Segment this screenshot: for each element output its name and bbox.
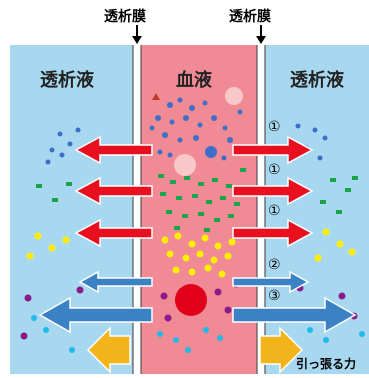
triangle-particle	[152, 93, 160, 100]
mechanism-number: ③	[268, 288, 281, 304]
dialysate-left-label: 透析液	[40, 70, 94, 91]
yellow-particles	[26, 228, 356, 278]
membrane-left	[133, 45, 141, 374]
cyan-particles	[31, 315, 365, 353]
membrane-left-label: 透析膜	[104, 9, 146, 25]
pink-cell	[225, 87, 243, 105]
green-particles	[36, 168, 358, 232]
mechanism-number: ①	[268, 162, 281, 178]
red-arrows-right	[232, 135, 314, 248]
membrane-left-pointer	[132, 25, 142, 44]
membrane-right-label: 透析膜	[229, 9, 271, 25]
dialysate-right-label: 透析液	[290, 70, 344, 91]
red-blood-cell	[175, 284, 207, 316]
red-arrows-left	[74, 135, 153, 248]
blue-arrow-3	[38, 296, 357, 334]
purple-particles	[20, 280, 358, 340]
membrane-right-pointer	[256, 25, 266, 44]
blue-particles-left	[45, 127, 81, 165]
blue-particles	[149, 97, 243, 161]
dialysate-left-zone	[10, 45, 133, 374]
membrane-right	[257, 45, 265, 374]
pull-force-label: 引っ張る力	[296, 357, 357, 371]
mechanism-number: ②	[268, 257, 281, 273]
blue-arrow-2	[78, 270, 310, 294]
blood-label: 血液	[176, 70, 212, 91]
mechanism-number: ①	[268, 119, 281, 135]
mechanism-number: ①	[268, 203, 281, 219]
pink-cell	[174, 154, 196, 176]
dialysate-right-zone	[265, 45, 369, 374]
pull-force-arrows	[86, 326, 304, 374]
